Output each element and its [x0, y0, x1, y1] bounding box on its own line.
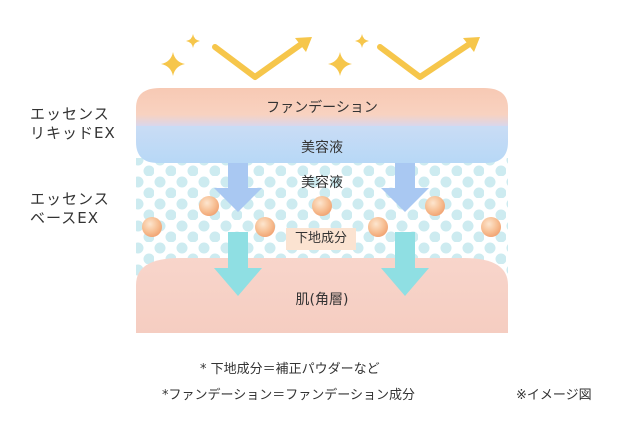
serum-band [136, 126, 508, 163]
powder-particle [312, 196, 332, 216]
reflection-arrowhead-right [463, 37, 480, 52]
essence-liquid-label-line2: リキッドEX [30, 124, 116, 142]
essence-base-label-line2: ベースEX [30, 209, 100, 227]
sparkle-icon [186, 34, 200, 48]
powder-particle [199, 196, 219, 216]
serum-base-label: 美容液 [301, 175, 343, 191]
serum-top-label: 美容液 [301, 140, 343, 156]
powder-particle [481, 217, 501, 237]
powder-particle [255, 217, 275, 237]
note-undercoat: * 下地成分＝補正パウダーなど [200, 362, 380, 377]
teal-arrow-left [214, 232, 262, 296]
skin-label: 肌(角層) [295, 292, 349, 308]
reflection-arrowhead-left [295, 37, 312, 52]
reflection-arrow-left [212, 42, 303, 80]
essence-base-label: エッセンス ベースEX [30, 190, 110, 228]
image-note: ※イメージ図 [516, 388, 592, 403]
essence-liquid-label: エッセンス リキッドEX [30, 105, 116, 143]
foundation-layer [136, 88, 508, 126]
essence-base-label-line1: エッセンス [30, 190, 110, 208]
powder-particle [368, 217, 388, 237]
sparkle-icon [328, 52, 352, 76]
note-foundation: *ファンデーション＝ファンデーション成分 [162, 388, 415, 403]
powder-particle [425, 196, 445, 216]
undercoat-label: 下地成分 [286, 228, 356, 250]
essence-liquid-label-line1: エッセンス [30, 105, 110, 123]
sparkle-icon [161, 52, 185, 76]
down-arrow-right [381, 163, 429, 212]
sparkle-icon [355, 34, 369, 48]
foundation-label: ファンデーション [266, 100, 378, 116]
reflection-arrow-right [377, 42, 471, 80]
down-arrow-left [214, 163, 262, 212]
powder-particle [142, 217, 162, 237]
teal-arrow-right [381, 232, 429, 296]
